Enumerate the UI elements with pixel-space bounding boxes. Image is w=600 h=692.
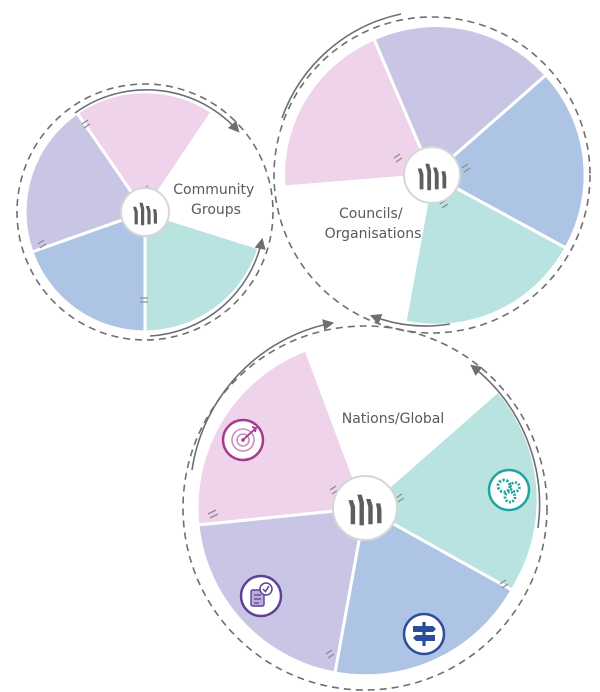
community-dashed-ring xyxy=(16,83,274,341)
councils-cycle: Councils/ Organisations xyxy=(273,13,591,334)
signpost-icon xyxy=(402,612,446,656)
community-label: Community Groups xyxy=(173,182,258,218)
community-groups-cycle: Community Groups xyxy=(16,83,274,341)
nations-dashed-ring xyxy=(182,325,548,691)
councils-segment-blue xyxy=(429,72,587,251)
nations-cycle-arrow-left xyxy=(191,319,335,471)
nations-segment-blue xyxy=(333,505,515,678)
councils-label: Councils/ Organisations xyxy=(325,206,422,242)
community-segment-teal xyxy=(143,209,261,334)
nations-segment-pink xyxy=(195,348,368,527)
councils-label-line-1: Councils/ xyxy=(339,206,403,222)
councils-label-line-2: Organisations xyxy=(325,226,422,242)
councils-cycle-arrow-top xyxy=(281,13,402,119)
councils-segment-purple xyxy=(372,24,549,178)
councils-dashed-ring xyxy=(273,16,591,334)
nations-cycle: Nations/Global xyxy=(182,319,548,691)
nations-exchange-marks xyxy=(207,485,509,659)
community-segment-blue xyxy=(30,209,147,334)
councils-hub xyxy=(403,146,461,204)
target-icon xyxy=(221,418,265,462)
community-segment-pink xyxy=(74,90,215,215)
community-label-line-1: Community xyxy=(173,182,254,198)
councils-segment-pink xyxy=(282,37,435,189)
nations-cycle-arrow-right xyxy=(470,364,541,529)
nations-label: Nations/Global xyxy=(342,411,445,427)
gears-icon xyxy=(487,468,531,512)
document-check-icon xyxy=(239,574,283,618)
community-cycle-arrow-bottom xyxy=(149,237,266,337)
community-segment-purple xyxy=(23,110,148,254)
community-hub xyxy=(120,187,170,237)
councils-segment-teal xyxy=(403,172,569,327)
community-label-line-2: Groups xyxy=(191,202,241,218)
community-cycle-arrow-top xyxy=(74,89,240,133)
councils-cycle-arrow-bottom xyxy=(369,313,451,327)
nations-hub xyxy=(332,475,398,541)
